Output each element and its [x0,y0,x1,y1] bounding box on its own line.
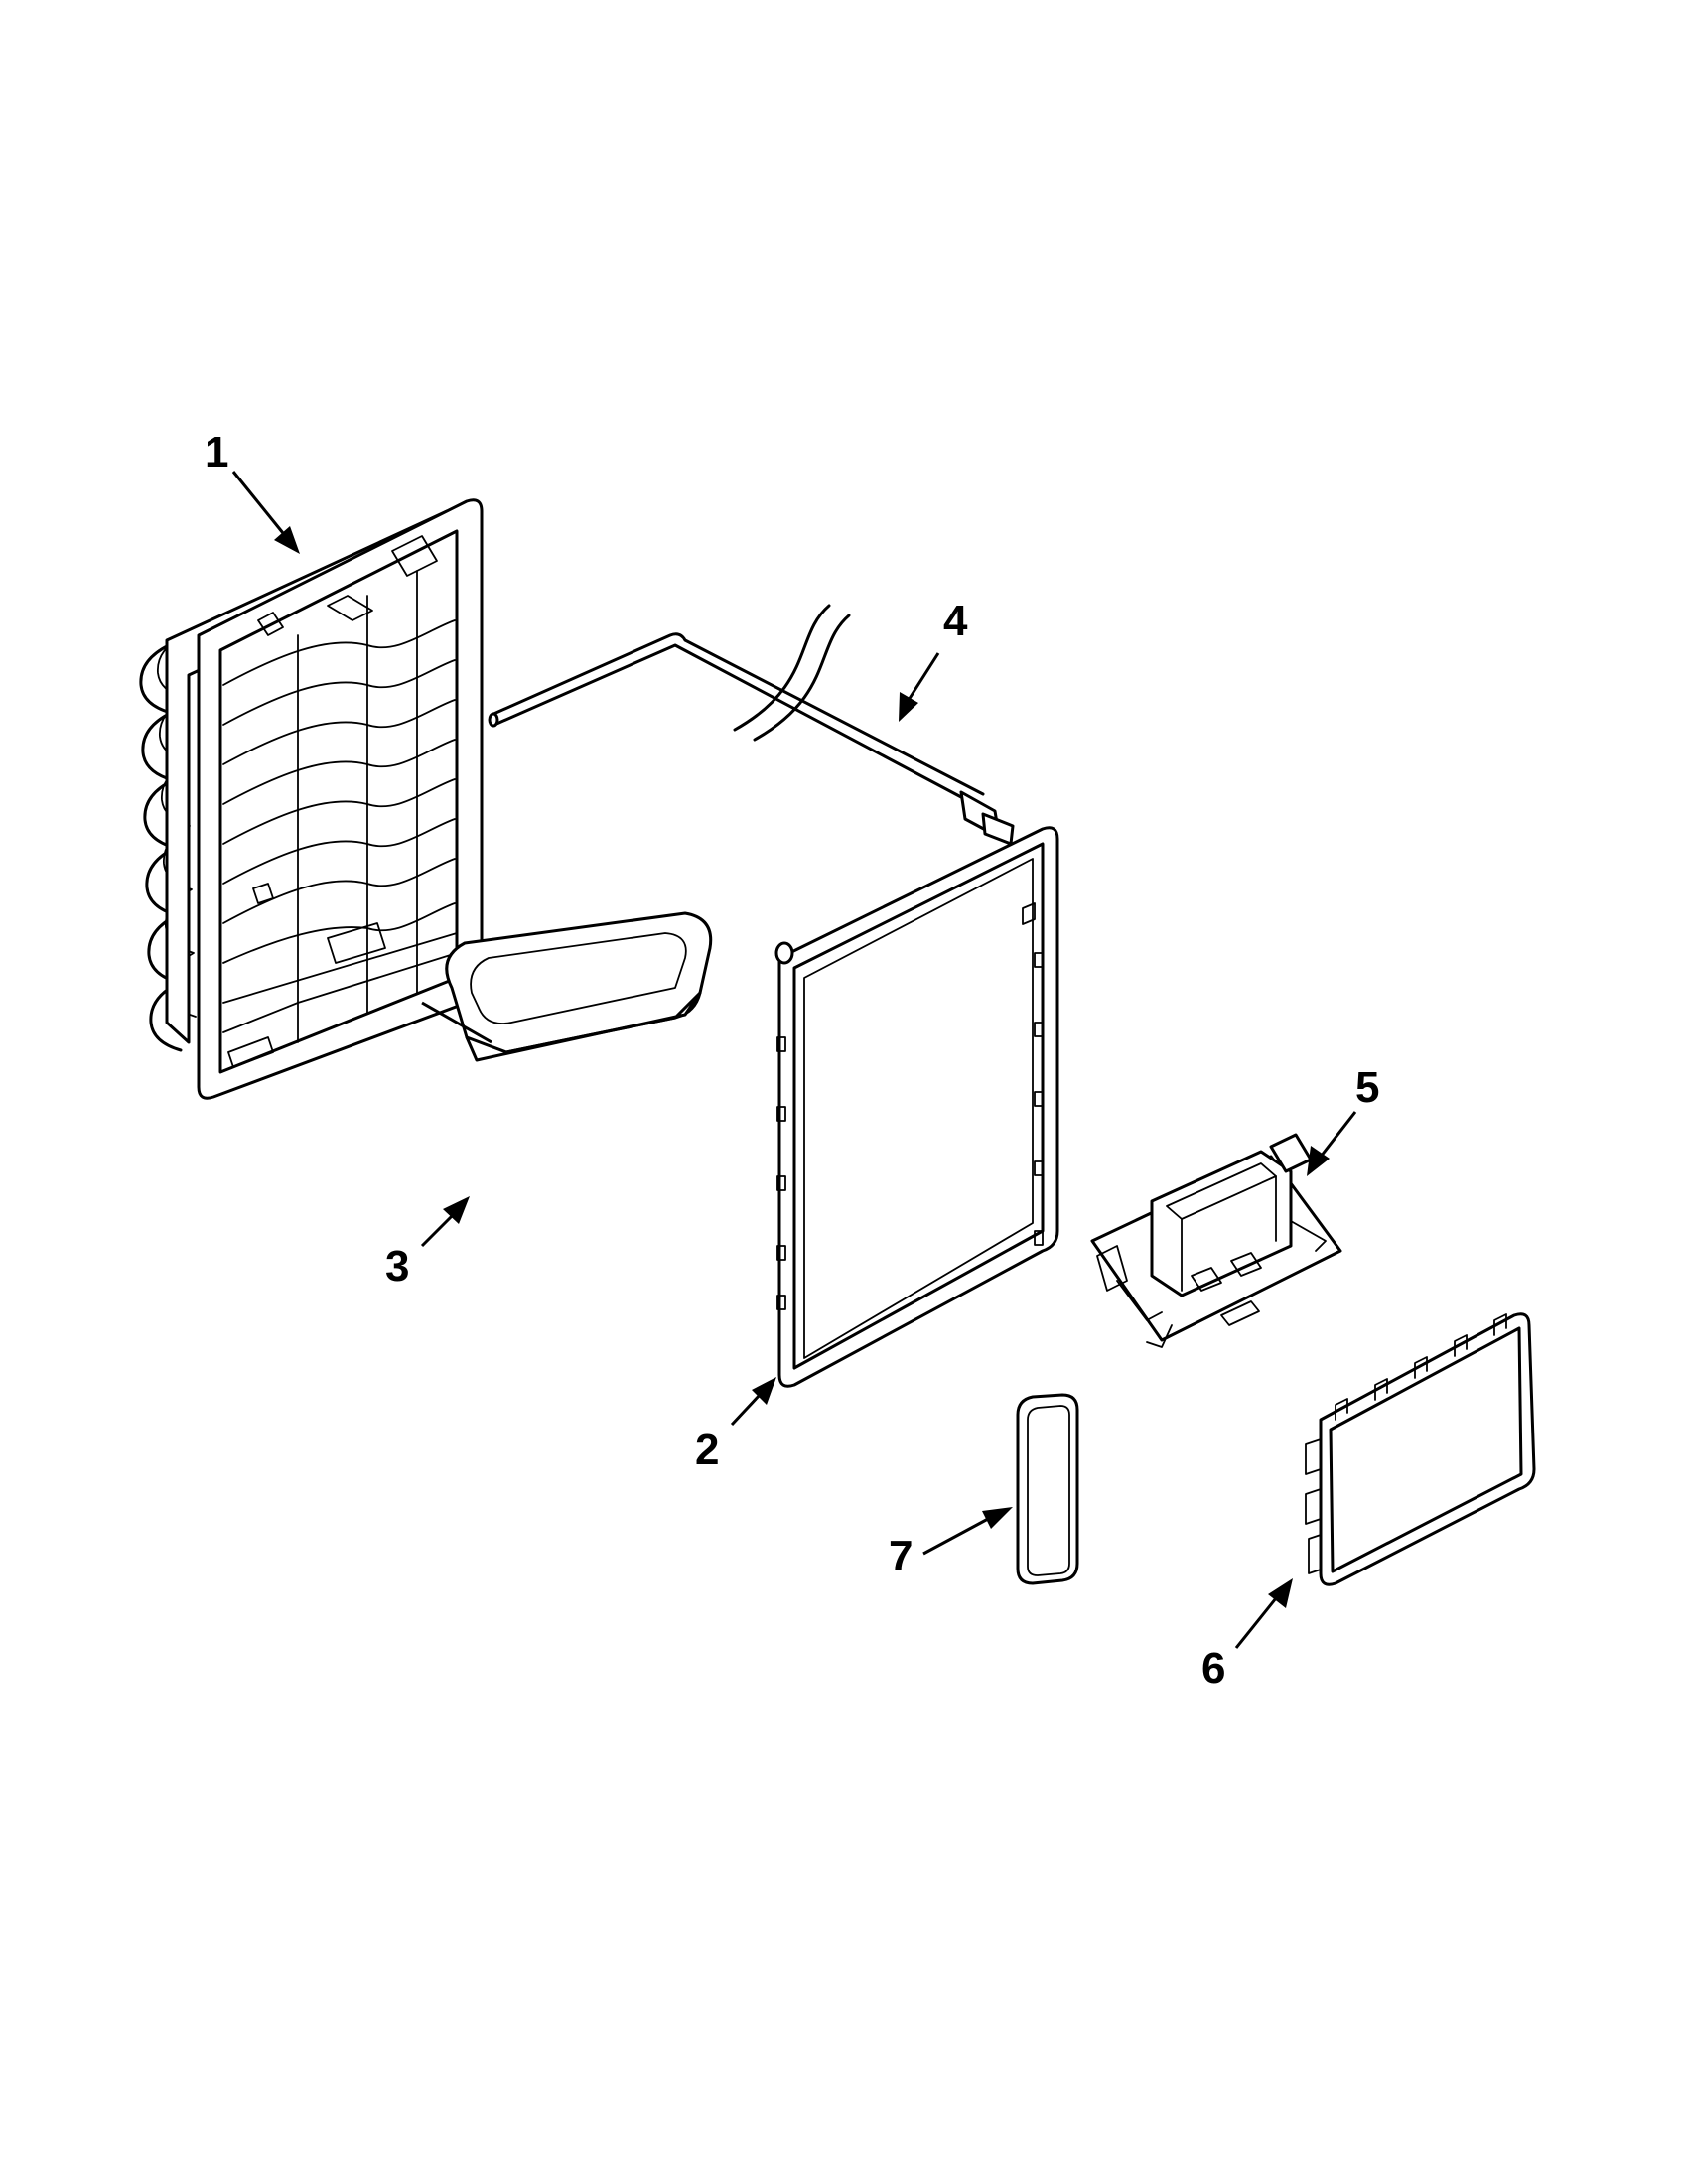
part-7-paddle [1016,1393,1079,1585]
leader-2 [730,1393,762,1427]
part-6-tabs [1335,1313,1507,1421]
leader-4 [907,652,940,701]
part-2-frame [774,826,1059,1388]
leader-3-connector [421,1001,492,1044]
part-1-ribs [222,570,456,1043]
callout-7: 7 [889,1532,913,1580]
leader-lines [231,471,1357,1649]
leader-7 [922,1517,989,1556]
part-6-cover [1305,1312,1536,1586]
leader-1 [231,471,285,534]
arrowhead-3-icon [443,1196,470,1224]
callout-1: 1 [205,428,228,477]
leader-5 [1319,1111,1357,1158]
leader-3 [420,1214,454,1248]
part-1-housing [139,498,484,1100]
arrowhead-4-icon [899,692,918,722]
callout-6: 6 [1201,1644,1225,1693]
callout-3: 3 [385,1242,409,1291]
leader-6 [1234,1597,1278,1649]
callout-2: 2 [695,1426,719,1474]
part-3-deflector [445,911,713,1062]
callout-4: 4 [943,597,968,645]
arrowhead-1-icon [274,526,300,554]
arrowhead-2-icon [752,1377,776,1405]
callout-5: 5 [1355,1063,1379,1112]
callout-labels: 1 2 3 4 5 6 7 [205,428,1379,1693]
part-4-tube [488,604,1015,846]
part-2-tabs [776,952,1044,1310]
part-5-mechanism [1090,1133,1342,1348]
arrowhead-5-icon [1307,1146,1330,1176]
arrowhead-7-icon [982,1507,1013,1529]
arrowhead-6-icon [1268,1578,1293,1608]
